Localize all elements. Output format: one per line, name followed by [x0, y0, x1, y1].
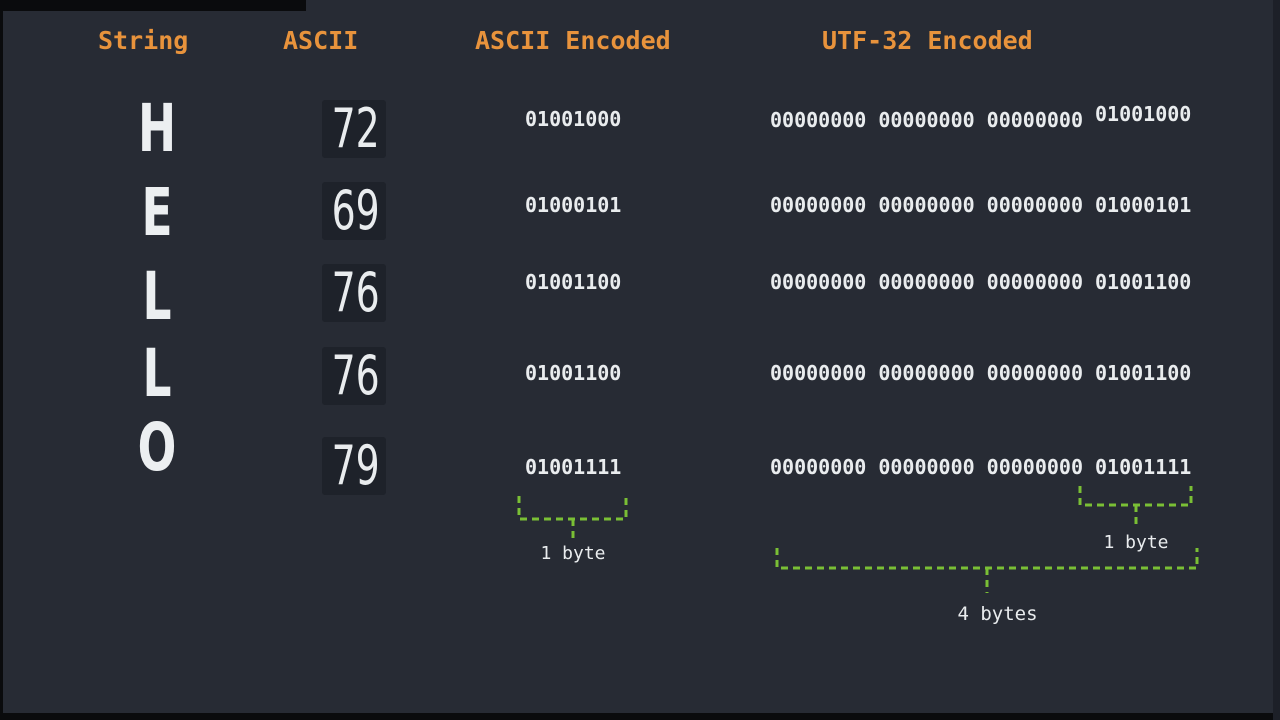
utf32-binary: 00000000 00000000 00000000 01000101: [770, 193, 1191, 217]
byte-group: 01001100: [1094, 270, 1192, 294]
ascii-byte-label: 1 byte: [540, 543, 606, 564]
string-letter: L: [142, 258, 172, 335]
byte-group: 00000000: [986, 455, 1083, 479]
ascii-value-box: 76: [322, 347, 386, 405]
utf32-word-label: 4 bytes: [957, 603, 1038, 625]
byte-group: 00000000: [770, 455, 867, 479]
ascii-value: 76: [331, 261, 380, 324]
byte-group: 00000000: [878, 270, 975, 294]
utf32-word-bracket: [775, 548, 1199, 593]
byte-group: 01001100: [1094, 361, 1192, 385]
ascii-binary: 01001100: [525, 361, 622, 385]
ascii-binary: 01001000: [525, 107, 622, 131]
letterbox-right: [1273, 0, 1280, 720]
string-letter: E: [141, 174, 173, 251]
ascii-binary: 01001111: [525, 455, 622, 479]
utf32-byte-label: 1 byte: [1103, 532, 1169, 553]
byte-group: 00000000: [878, 108, 975, 132]
ascii-value: 72: [331, 97, 380, 160]
byte-group: 01000101: [1094, 193, 1192, 217]
column-header-ascii: ASCII: [283, 26, 359, 55]
byte-group: 00000000: [986, 193, 1083, 217]
utf32-binary: 00000000 00000000 00000000 01001000: [770, 102, 1191, 132]
string-letter: H: [137, 90, 177, 167]
byte-group: 00000000: [770, 108, 867, 132]
byte-group: 00000000: [770, 193, 867, 217]
byte-group: 00000000: [986, 361, 1083, 385]
column-header-ascii-encoded: ASCII Encoded: [475, 26, 671, 55]
byte-group: 01001111: [1094, 455, 1192, 479]
byte-group: 00000000: [878, 361, 975, 385]
column-header-string: String: [98, 26, 189, 55]
string-letter: L: [142, 335, 172, 412]
letterbox-bottom: [0, 713, 1280, 720]
ascii-value-box: 72: [322, 100, 386, 158]
byte-group: 00000000: [878, 455, 975, 479]
byte-group: 00000000: [770, 270, 867, 294]
column-header-utf32-encoded: UTF-32 Encoded: [822, 26, 1033, 55]
utf32-binary: 00000000 00000000 00000000 01001100: [770, 361, 1191, 385]
ascii-value: 76: [331, 344, 380, 407]
byte-group: 01001000: [1094, 102, 1192, 126]
string-letter: O: [137, 409, 177, 486]
ascii-binary: 01001100: [525, 270, 622, 294]
ascii-binary: 01000101: [525, 193, 622, 217]
byte-group: 00000000: [770, 361, 867, 385]
ascii-value-box: 79: [322, 437, 386, 495]
utf32-byte-bracket: [1078, 486, 1193, 529]
ascii-value-box: 76: [322, 264, 386, 322]
ascii-value: 79: [331, 434, 380, 497]
ascii-value-box: 69: [322, 182, 386, 240]
letterbox-left: [0, 0, 3, 720]
letterbox-top: [0, 0, 306, 11]
ascii-byte-bracket: [517, 496, 628, 540]
ascii-value: 69: [331, 179, 380, 242]
utf32-binary: 00000000 00000000 00000000 01001111: [770, 455, 1191, 479]
byte-group: 00000000: [986, 108, 1083, 132]
byte-group: 00000000: [878, 193, 975, 217]
utf32-binary: 00000000 00000000 00000000 01001100: [770, 270, 1191, 294]
byte-group: 00000000: [986, 270, 1083, 294]
